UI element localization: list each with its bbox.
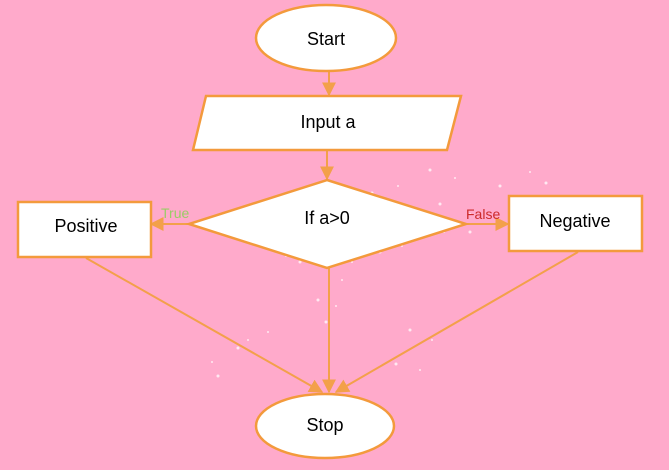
- node-negative: Negative: [507, 194, 644, 253]
- decision-label: If a>0: [304, 208, 350, 228]
- true-branch-label: True: [161, 205, 189, 221]
- node-stop: Stop: [254, 392, 396, 460]
- decision-diamond-shape: [184, 178, 471, 270]
- node-decision: If a>0: [184, 178, 471, 270]
- negative-rectangle-shape: [507, 194, 644, 253]
- stop-terminator-shape: [254, 392, 396, 460]
- input-label: Input a: [300, 112, 356, 132]
- edge-negative-to-stop: [334, 251, 579, 393]
- positive-rectangle-shape: [16, 200, 153, 259]
- node-input: Input a: [191, 94, 463, 152]
- positive-label: Positive: [54, 216, 117, 236]
- negative-label: Negative: [539, 211, 610, 231]
- node-start: Start: [254, 3, 398, 73]
- stop-label: Stop: [306, 415, 343, 435]
- connectors: [85, 72, 579, 394]
- start-label: Start: [307, 29, 345, 49]
- node-positive: Positive: [16, 200, 153, 259]
- background-speckles: [211, 168, 548, 378]
- edge-positive-to-stop: [85, 257, 324, 393]
- start-terminator-shape: [254, 3, 398, 73]
- input-parallelogram-shape: [191, 94, 463, 152]
- false-branch-label: False: [466, 206, 500, 222]
